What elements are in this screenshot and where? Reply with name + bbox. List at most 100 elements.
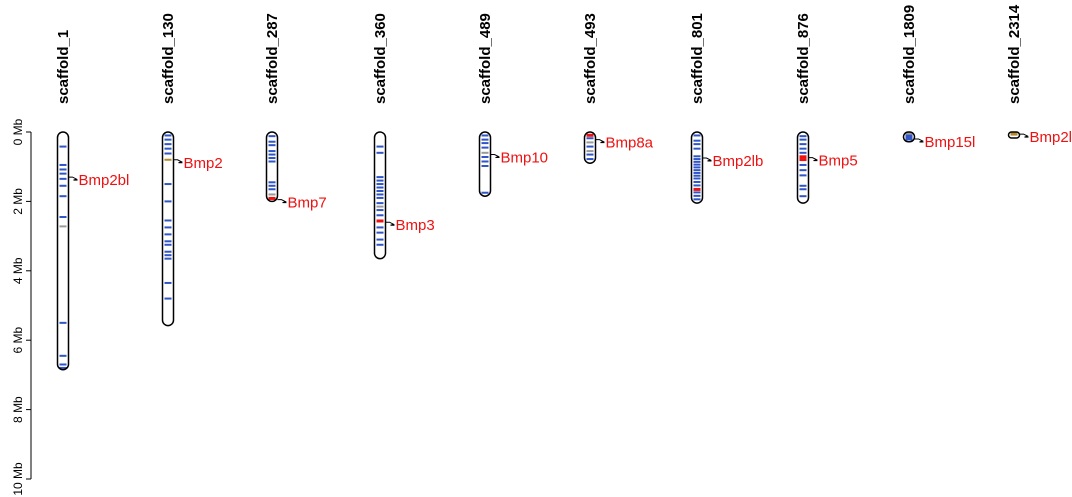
gene-band xyxy=(693,166,701,169)
gene-label-bmp10: Bmp10 xyxy=(501,150,549,167)
gene-band xyxy=(268,157,276,160)
gene-band xyxy=(586,150,594,153)
gene-band xyxy=(164,147,172,150)
gene-band xyxy=(693,134,701,137)
gene-band xyxy=(268,140,276,143)
gene-band xyxy=(693,191,701,194)
scaffold-name-label: scaffold_360 xyxy=(372,13,389,104)
scaffolds: scaffold_1Bmp2blscaffold_130Bmp2scaffold… xyxy=(55,4,1072,371)
chromosome-outline xyxy=(583,131,597,164)
gene-connector xyxy=(173,159,183,164)
gene-band xyxy=(799,151,807,154)
gene-band xyxy=(59,163,67,166)
chromosome-body xyxy=(57,132,69,370)
gene-band xyxy=(376,176,384,179)
gene-band xyxy=(586,145,594,148)
gene-band xyxy=(268,144,276,147)
gene-band xyxy=(481,134,489,137)
scaffold-name-label: scaffold_1809 xyxy=(901,5,918,104)
gene-band xyxy=(268,153,276,156)
gene-band xyxy=(268,181,276,184)
scaffold-name-label: scaffold_801 xyxy=(689,13,706,104)
gene-band xyxy=(376,202,384,205)
chromosome-outline xyxy=(1007,131,1021,139)
gene-band xyxy=(799,135,807,138)
gene-band xyxy=(376,193,384,196)
gene-band xyxy=(164,233,172,236)
gene-band xyxy=(376,238,384,241)
gene-band xyxy=(59,195,67,198)
gene-label-bmp2: Bmp2 xyxy=(184,155,223,172)
gene-connector xyxy=(1019,133,1029,138)
y-axis-tick-label: 6 Mb xyxy=(11,327,25,354)
chromosome-body xyxy=(479,132,491,197)
chromosome-body xyxy=(797,132,809,204)
gene-band xyxy=(693,143,701,146)
gene-label-bmp15l: Bmp15l xyxy=(925,134,976,151)
gene-band xyxy=(376,209,384,212)
gene-band xyxy=(59,363,67,366)
chromosome-outline xyxy=(161,131,175,327)
gene-band xyxy=(905,132,913,136)
chromosome-outline xyxy=(902,131,916,143)
gene-band xyxy=(164,138,172,141)
band-group xyxy=(59,145,67,369)
gene-band xyxy=(268,193,276,196)
gene-band xyxy=(164,243,172,246)
chromosome-outline xyxy=(56,131,70,371)
gene-band xyxy=(376,183,384,186)
scaffold-name-label: scaffold_876 xyxy=(795,13,812,104)
y-axis-tick-label: 8 Mb xyxy=(11,396,25,423)
gene-band xyxy=(799,169,807,172)
gene-band xyxy=(376,219,384,223)
gene-label-bmp8a: Bmp8a xyxy=(606,135,654,152)
gene-band xyxy=(59,172,67,175)
gene-band xyxy=(481,138,489,141)
y-axis-tick-label: 0 Mb xyxy=(11,118,25,145)
y-axis-tick-label: 2 Mb xyxy=(11,188,25,215)
gene-connector xyxy=(914,138,924,143)
gene-band xyxy=(586,141,594,144)
gene-band xyxy=(376,226,384,229)
gene-band xyxy=(693,147,701,150)
gene-band xyxy=(164,200,172,203)
gene-band xyxy=(164,219,172,222)
gene-band xyxy=(164,143,172,146)
gene-band xyxy=(164,250,172,253)
gene-band xyxy=(164,240,172,243)
gene-band xyxy=(164,134,172,137)
gene-band xyxy=(59,321,67,324)
gene-connector xyxy=(490,154,500,159)
gene-band xyxy=(376,145,384,148)
gene-band xyxy=(799,158,807,162)
gene-band xyxy=(268,196,276,200)
gene-band xyxy=(481,160,489,163)
gene-label-bmp3: Bmp3 xyxy=(396,217,435,234)
gene-band xyxy=(586,153,594,156)
gene-band xyxy=(693,174,701,177)
gene-band xyxy=(268,150,276,153)
gene-band xyxy=(693,155,701,158)
chromosome-outline xyxy=(478,131,492,197)
gene-connector xyxy=(385,221,395,226)
gene-connector xyxy=(68,176,78,181)
scaffold-name-label: scaffold_1 xyxy=(55,30,72,104)
band-group xyxy=(586,133,594,161)
gene-band xyxy=(376,243,384,246)
gene-band xyxy=(799,143,807,146)
gene-band xyxy=(693,139,701,142)
chromosome-outline xyxy=(690,131,704,204)
gene-band xyxy=(693,180,701,183)
gene-band xyxy=(481,151,489,154)
gene-band xyxy=(799,184,807,187)
gene-band xyxy=(59,366,67,369)
gene-label-bmp2lb: Bmp2lb xyxy=(713,153,764,170)
gene-band xyxy=(376,189,384,192)
gene-band xyxy=(481,191,489,194)
gene-connector xyxy=(808,157,818,162)
gene-band xyxy=(268,135,276,138)
